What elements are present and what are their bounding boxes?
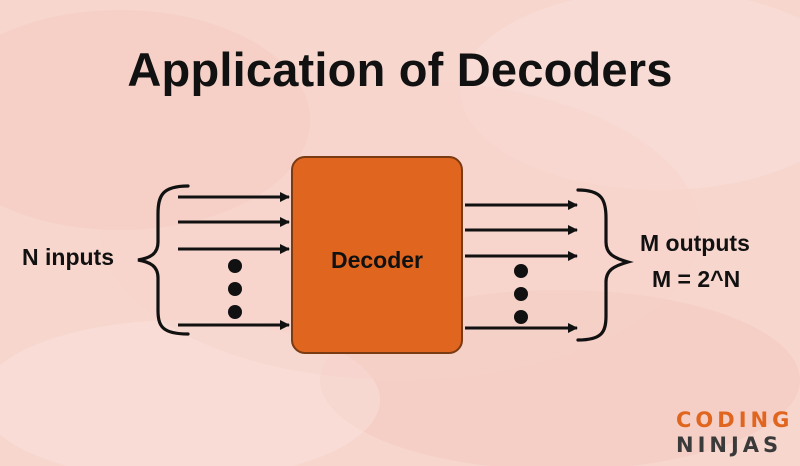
- decoder-label: Decoder: [330, 247, 424, 273]
- input-ellipsis-dot: [228, 305, 242, 319]
- outputs-formula: M = 2^N: [652, 266, 741, 292]
- logo-line1: CODING: [676, 408, 794, 432]
- output-ellipsis-dot: [514, 287, 528, 301]
- page-title: Application of Decoders: [127, 43, 673, 96]
- input-ellipsis-dot: [228, 282, 242, 296]
- output-brace: [576, 188, 634, 342]
- decoder-block: Decoder: [291, 156, 463, 354]
- outputs-label: M outputs: [640, 230, 750, 256]
- coding-ninjas-logo: CODING NINJAS: [676, 410, 796, 462]
- output-ellipsis-dot: [514, 310, 528, 324]
- output-ellipsis-dot: [514, 264, 528, 278]
- logo-line2: NINJAS: [676, 433, 783, 457]
- inputs-label: N inputs: [22, 244, 114, 270]
- input-ellipsis-dot: [228, 259, 242, 273]
- input-brace: [137, 184, 190, 336]
